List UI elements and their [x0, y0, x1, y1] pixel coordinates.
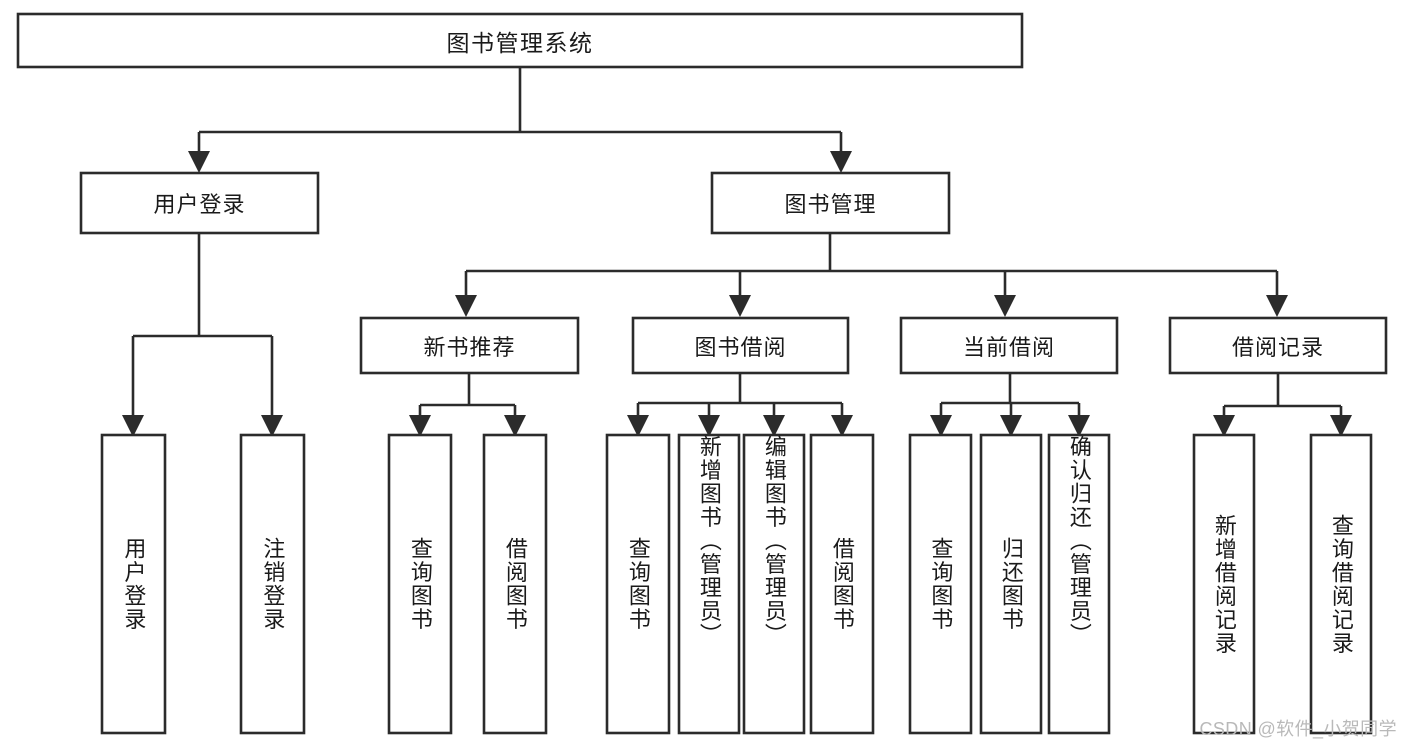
connector-newbook-to-leaves — [409, 373, 526, 437]
arrow-head-icon — [188, 151, 210, 173]
node-leaf-edit-book[interactable] — [742, 433, 806, 735]
arrow-head-icon — [1266, 295, 1288, 317]
connector-userlogin-to-leaves — [122, 233, 283, 437]
node-leaf-borrow-book-1[interactable] — [482, 433, 548, 735]
connector-borrowrecord-to-leaves — [1213, 373, 1352, 437]
connector-bookmanage-to-level3 — [455, 233, 1288, 317]
node-leaf-user-logout[interactable] — [239, 433, 306, 735]
node-leaf-add-book[interactable] — [677, 433, 741, 735]
node-leaf-return-book[interactable] — [979, 433, 1043, 735]
node-new-book-recommend[interactable] — [359, 316, 580, 375]
arrow-head-icon — [994, 295, 1016, 317]
connector-currentborrow-to-leaves — [930, 373, 1090, 437]
node-user-login[interactable] — [79, 171, 320, 235]
node-leaf-user-login[interactable] — [100, 433, 167, 735]
node-leaf-confirm-return[interactable] — [1047, 433, 1111, 735]
arrow-head-icon — [455, 295, 477, 317]
node-borrow-record[interactable] — [1168, 316, 1388, 375]
node-leaf-query-book-3[interactable] — [908, 433, 973, 735]
node-book-borrow[interactable] — [631, 316, 850, 375]
node-leaf-add-record[interactable] — [1192, 433, 1256, 735]
connector-root-to-level2 — [188, 67, 852, 173]
arrow-head-icon — [729, 295, 751, 317]
node-root[interactable] — [16, 12, 1024, 69]
node-leaf-query-record[interactable] — [1309, 433, 1373, 735]
node-current-borrow[interactable] — [899, 316, 1119, 375]
node-leaf-query-book-1[interactable] — [387, 433, 453, 735]
node-book-manage[interactable] — [710, 171, 951, 235]
node-leaf-borrow-book-2[interactable] — [809, 433, 875, 735]
node-leaf-query-book-2[interactable] — [605, 433, 671, 735]
connector-bookborrow-to-leaves — [627, 373, 853, 437]
arrow-head-icon — [830, 151, 852, 173]
